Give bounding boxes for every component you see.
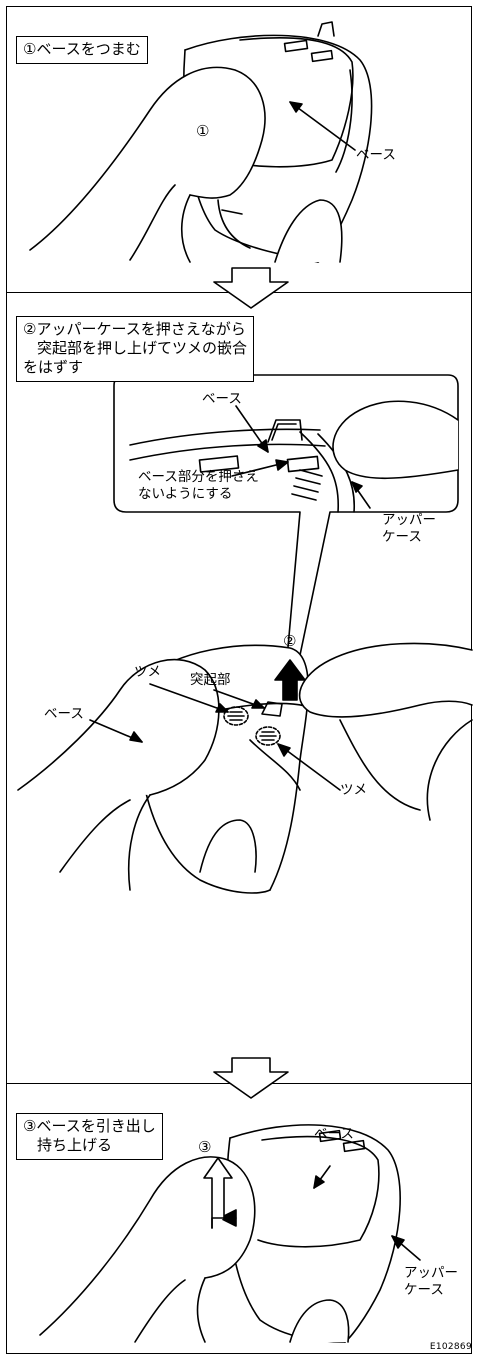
step1-circle-number: ① xyxy=(196,122,210,140)
inset-base-label: ベース xyxy=(202,391,242,407)
step1-illustration xyxy=(29,21,373,263)
protrusion-label: 突起部 xyxy=(190,672,231,688)
step3-title: ③ベースを引き出し 持ち上げる xyxy=(16,1113,163,1160)
step2-circle-number: ② xyxy=(283,632,297,650)
down-arrow-2 xyxy=(213,1057,289,1099)
step3-illustration xyxy=(39,1124,421,1343)
step3-circle-number: ③ xyxy=(198,1138,212,1156)
step2-inset xyxy=(113,374,459,761)
tsume-label-top: ツメ xyxy=(134,664,161,680)
step3-upper-case-label: アッパー ケース xyxy=(404,1265,458,1298)
step3-base-label: ベース xyxy=(314,1126,354,1142)
step1-title: ①ベースをつまむ xyxy=(16,36,148,64)
step2-illustration xyxy=(17,642,473,894)
inset-upper-case-label: アッパー ケース xyxy=(382,512,436,545)
down-arrow-1 xyxy=(213,267,289,309)
step1-base-label: ベース xyxy=(356,147,396,163)
step2-base-label: ベース xyxy=(44,706,84,722)
tsume-label-bottom: ツメ xyxy=(340,782,367,798)
step2-title: ②アッパーケースを押さえながら 突起部を押し上げてツメの嵌合 をはずす xyxy=(16,316,255,382)
inset-note: ベース部分を押さえ ないようにする xyxy=(138,469,259,502)
image-id: E102869 xyxy=(429,1342,472,1352)
